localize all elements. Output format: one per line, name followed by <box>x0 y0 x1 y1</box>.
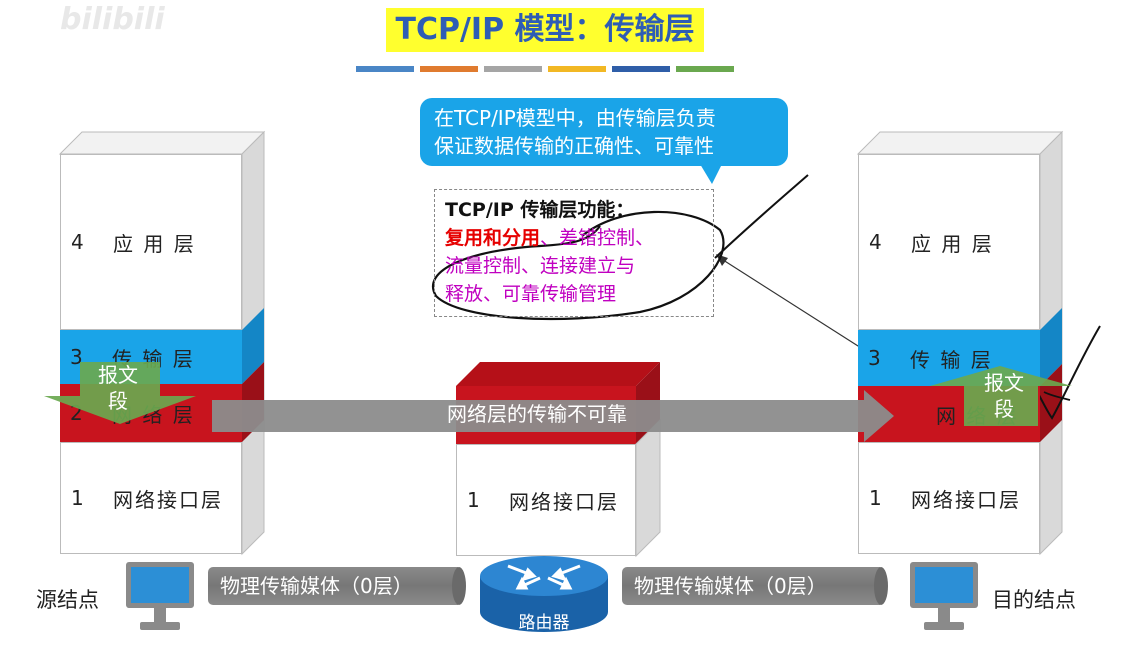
network-arrow-label: 网络层的传输不可靠 <box>447 402 627 426</box>
functions-separator: 、 <box>540 227 560 249</box>
router-stack: 1 网络接口层 <box>456 444 636 556</box>
layer-number: 3 <box>868 346 883 370</box>
callout-bubble: 在TCP/IP模型中，由传输层负责 保证数据传输的正确性、可靠性 <box>420 98 788 166</box>
layer-label: 应 用 层 <box>113 231 196 256</box>
functions-line: 流量控制、连接建立与 <box>445 255 636 277</box>
physical-media-left: 物理传输媒体（0层） <box>208 567 458 605</box>
accent-bar <box>612 66 670 72</box>
functions-heading: TCP/IP 传输层功能： <box>445 199 635 221</box>
dest-stack-top <box>856 131 1064 155</box>
router-stack-top <box>456 362 660 386</box>
router-label: 路由器 <box>518 613 570 633</box>
media-right-end <box>874 567 888 605</box>
layer-label: 应 用 层 <box>911 231 994 256</box>
network-arrow <box>212 390 894 442</box>
callout-tail <box>700 164 722 184</box>
dest-layer-transport: 3 传 输 层 <box>858 330 1040 386</box>
page-title: TCP/IP 模型：传输层 <box>386 8 704 52</box>
layer-number: 1 <box>467 488 482 512</box>
layer-number: 4 <box>71 230 86 254</box>
layer-label: 网络接口层 <box>113 487 223 512</box>
ink-check-top <box>714 174 809 259</box>
segment-down-arrow <box>44 362 196 424</box>
layer-label: 传 输 层 <box>910 347 993 372</box>
watermark: bilibili <box>60 2 165 37</box>
layer-number: 1 <box>71 486 86 510</box>
layer-number: 1 <box>869 486 884 510</box>
source-node-label: 源结点 <box>36 588 99 612</box>
media-left-end <box>452 567 466 605</box>
callout-line: 在TCP/IP模型中，由传输层负责 <box>434 106 716 130</box>
source-layer-application: 4 应 用 层 <box>60 154 242 330</box>
dest-layer-link: 1 网络接口层 <box>858 442 1040 554</box>
functions-line: 释放、可靠传输管理 <box>445 283 617 305</box>
dest-layer-application: 4 应 用 层 <box>858 154 1040 330</box>
annotation-line <box>719 257 881 361</box>
accent-bar <box>676 66 734 72</box>
source-layer-link: 1 网络接口层 <box>60 442 242 554</box>
accent-bars <box>356 66 734 72</box>
callout-line: 保证数据传输的正确性、可靠性 <box>434 134 714 158</box>
source-stack-side-transport <box>242 308 264 384</box>
segment-up-arrow <box>930 366 1072 426</box>
ink-squiggle <box>1043 391 1071 401</box>
dest-computer-icon <box>910 562 978 630</box>
layer-label: 网络接口层 <box>911 487 1021 512</box>
segment-label-right: 报文 段 <box>984 371 1024 421</box>
segment-label-left: 报文 段 <box>98 363 138 413</box>
functions-line: 复用和分用、差错控制、 <box>445 224 703 252</box>
router-icon <box>480 556 608 632</box>
transport-functions-box: TCP/IP 传输层功能： 复用和分用、差错控制、 流量控制、连接建立与 释放、… <box>434 189 714 317</box>
layer-label: 网络接口层 <box>509 489 619 514</box>
physical-media-right: 物理传输媒体（0层） <box>622 567 880 605</box>
functions-highlight: 复用和分用 <box>445 227 541 249</box>
accent-bar <box>356 66 414 72</box>
annotation-arrowhead <box>716 254 728 266</box>
accent-bar <box>420 66 478 72</box>
functions-item: 差错控制、 <box>559 227 655 249</box>
layer-number: 4 <box>869 230 884 254</box>
source-computer-icon <box>126 562 194 630</box>
ink-circle <box>432 210 725 321</box>
source-stack-top <box>58 131 266 155</box>
accent-bar <box>548 66 606 72</box>
layer-number: 3 <box>70 345 85 369</box>
accent-bar <box>484 66 542 72</box>
dest-stack-side-transport <box>1040 308 1062 386</box>
dest-node-label: 目的结点 <box>992 588 1076 612</box>
